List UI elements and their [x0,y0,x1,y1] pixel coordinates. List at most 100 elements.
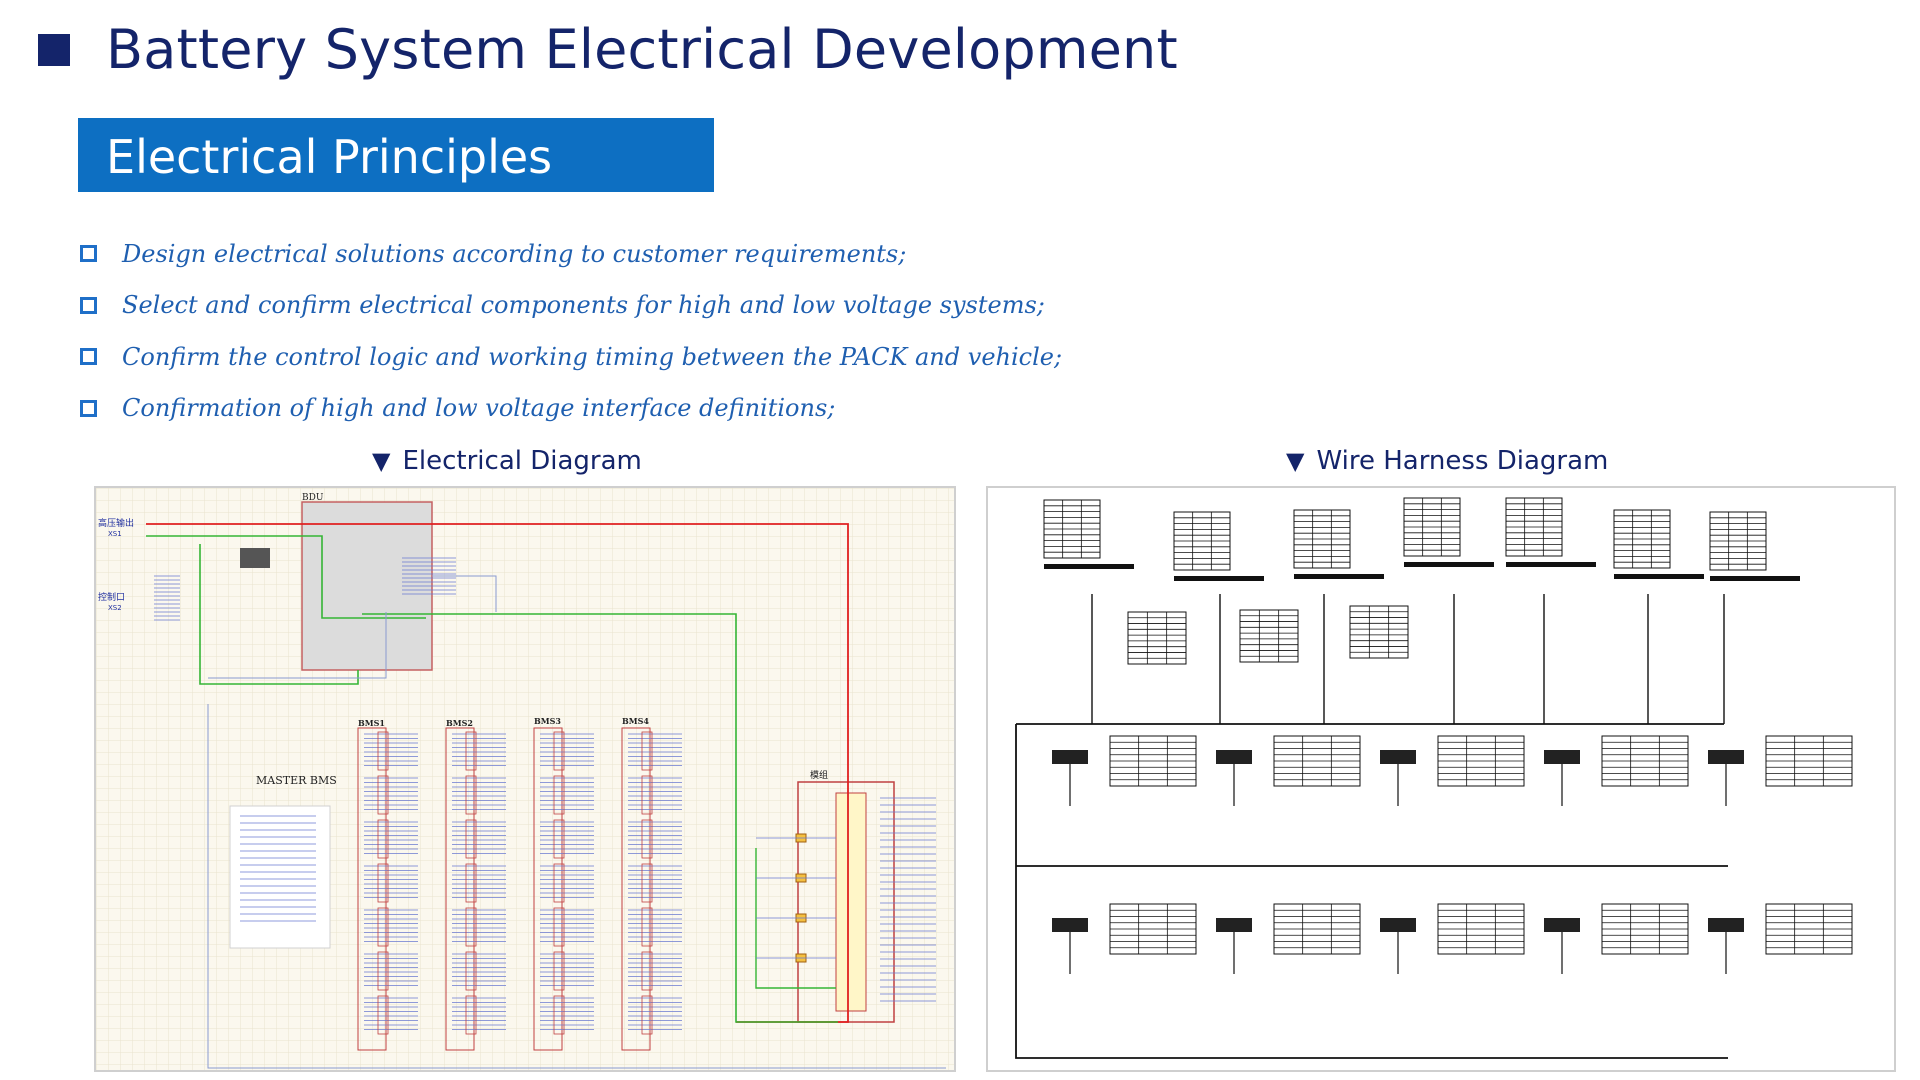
bms-column-box [533,727,563,1051]
signal-line [207,704,946,1069]
connector-block [641,995,653,1035]
page-title: Battery System Electrical Development [106,18,1178,81]
bullet-text: Design electrical solutions according to… [122,239,907,268]
bms1-label: BMS1 [358,718,385,728]
section-title: Electrical Principles [106,130,553,184]
pin-table [1349,605,1409,659]
bullet-text: Select and confirm electrical components… [122,291,1045,320]
bms2-label: BMS2 [446,718,473,728]
connector-block [465,951,477,991]
grid-background [96,488,954,1070]
bms4-label: BMS4 [622,716,649,726]
connector-block [553,951,565,991]
connector-icon [1708,918,1744,932]
bullet-list: Design electrical solutions according to… [80,228,1062,434]
module-label: 模组 [810,769,828,781]
master-bms-label: MASTER BMS [256,774,337,787]
connector-block [465,731,477,771]
connector-block [641,863,653,903]
connector-block [553,731,565,771]
connector-block [465,819,477,859]
connector-block [553,907,565,947]
bdu-label: BDU [302,493,324,503]
bms3-label: BMS3 [534,716,561,726]
bullet-text: Confirmation of high and low voltage int… [122,394,836,423]
label-bar [1294,574,1384,579]
connector-block [641,775,653,815]
label-bar [1404,562,1494,567]
checkbox-square-icon [80,399,97,417]
connector-block [553,819,565,859]
wire-harness-panel [986,486,1896,1072]
electrical-diagram-panel: BDU 高压输出 XS1 控制口 XS2 MASTER BMS BMS1 BMS… [94,486,956,1072]
connector-block [377,863,389,903]
bullet-text: Confirm the control logic and working ti… [122,342,1063,371]
connector-block [641,819,653,859]
pin-table [1127,611,1187,665]
connector-icon [1544,918,1580,932]
connector-icon [1544,750,1580,764]
triangle-down-icon: ▼ [372,447,391,475]
list-item: Design electrical solutions according to… [80,228,1062,280]
lv-line [362,613,838,1023]
bms-column-box [357,727,387,1051]
connector-block [553,995,565,1035]
signal-line [208,612,387,679]
caption-text: Electrical Diagram [402,446,642,476]
master-bms-box [229,805,331,949]
label-bar [1614,574,1704,579]
wire-harness-caption: ▼ Wire Harness Diagram [1286,446,1608,476]
ctrl-port-label: 控制口 [98,591,125,603]
list-item: Confirm the control logic and working ti… [80,331,1062,383]
list-item: Select and confirm electrical components… [80,280,1062,332]
label-bar [1174,576,1264,581]
pin-table [1239,609,1299,663]
connector-block [641,951,653,991]
bms-column-box [445,727,475,1051]
connector-icon [1052,750,1088,764]
label-bar [1044,564,1134,569]
caption-text: Wire Harness Diagram [1316,446,1609,476]
connector-block [553,863,565,903]
schematic-details [154,557,936,1051]
title-square-icon [38,34,70,66]
connector-block [553,775,565,815]
lv-line [755,848,836,989]
triangle-down-icon: ▼ [1286,447,1305,475]
lv-line [199,544,359,685]
connector-block [377,907,389,947]
connector-block [377,731,389,771]
bms-column-box [621,727,651,1051]
electrical-diagram-caption: ▼ Electrical Diagram [372,446,642,476]
connector-icon [1708,750,1744,764]
connector-icon [1216,750,1252,764]
section-banner: Electrical Principles [78,118,714,192]
contactor [240,548,270,568]
checkbox-square-icon [80,296,97,314]
connector-block [641,731,653,771]
connector-icon [1216,918,1252,932]
hv-output-code: XS1 [108,530,122,538]
connector-block [465,863,477,903]
electrical-schematic: BDU 高压输出 XS1 控制口 XS2 MASTER BMS BMS1 BMS… [96,488,954,1070]
signal-line [432,575,497,612]
module-inner-box [835,792,867,1012]
checkbox-square-icon [80,245,97,263]
list-item: Confirmation of high and low voltage int… [80,383,1062,435]
connector-block [377,819,389,859]
connector-block [377,775,389,815]
connector-block [465,995,477,1035]
connector-block [465,907,477,947]
connector-icon [1380,918,1416,932]
harness-details [1015,497,1853,1059]
connector-block [377,951,389,991]
ctrl-port-code: XS2 [108,604,122,612]
label-bar [1506,562,1596,567]
connector-block [377,995,389,1035]
connector-icon [1052,918,1088,932]
checkbox-square-icon [80,348,97,366]
hv-output-label: 高压输出 [98,517,134,529]
harness-bus [1015,724,1728,1059]
connector-block [465,775,477,815]
lv-line [146,535,426,619]
